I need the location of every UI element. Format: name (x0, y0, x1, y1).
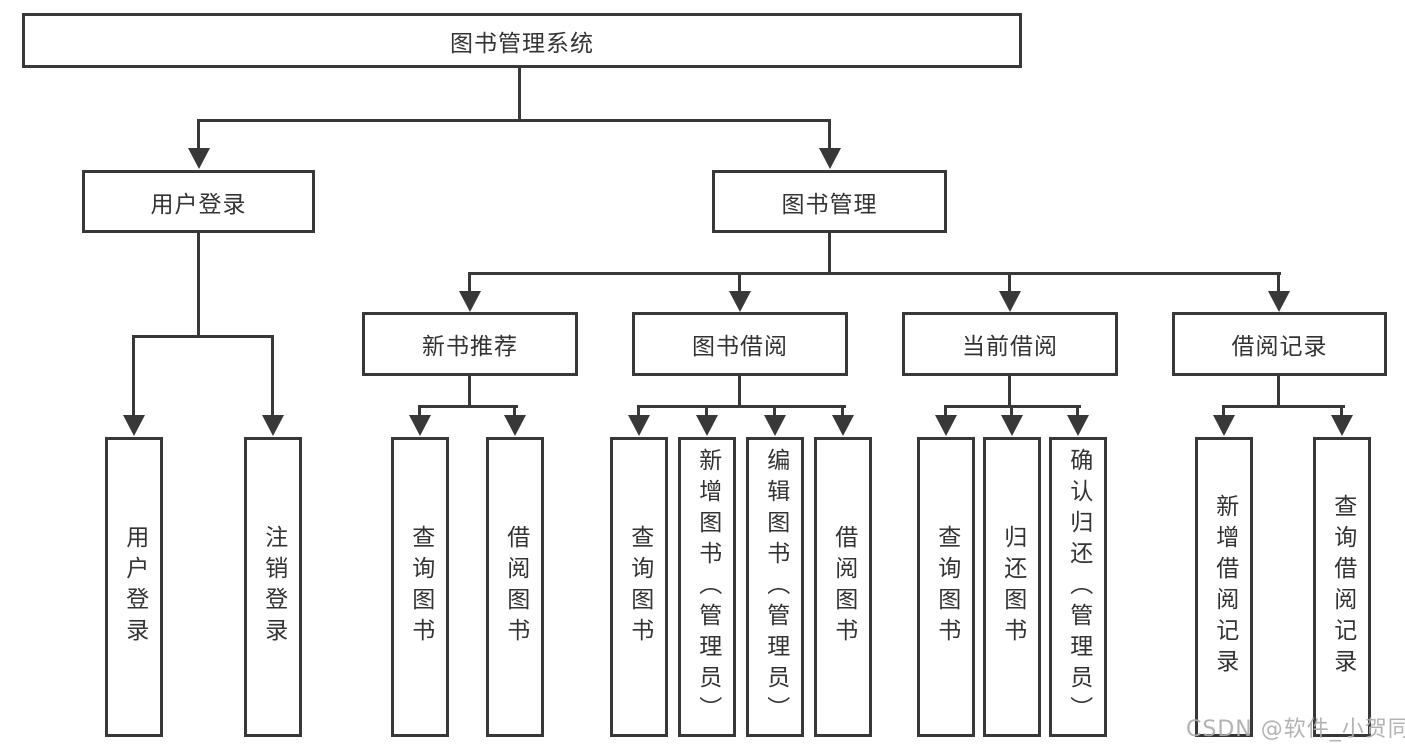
arrow-down-icon (1331, 415, 1353, 436)
leaf-label: 查询借阅记录 (1329, 494, 1356, 680)
connector-line (1277, 272, 1280, 294)
connector-line (197, 232, 200, 338)
node-label: 新书推荐 (422, 334, 518, 360)
node-label: 图书借阅 (692, 334, 788, 360)
connector-line (738, 272, 741, 294)
connector-line (828, 232, 831, 275)
arrow-down-icon (504, 415, 526, 436)
connector-line (418, 405, 421, 418)
arrow-down-icon (459, 291, 481, 312)
arrow-down-icon (262, 415, 284, 436)
leaf-confirm-return-admin: 确认归还（管理员） (1049, 437, 1107, 737)
leaf-query-books-2: 查询图书 (610, 437, 668, 737)
arrow-down-icon (409, 415, 431, 436)
connector-line (132, 335, 135, 417)
connector-line (705, 405, 708, 418)
arrow-down-icon (832, 415, 854, 436)
connector-line (197, 119, 831, 122)
connector-line (468, 272, 1281, 275)
connector-line (1010, 405, 1013, 418)
connector-line (944, 405, 947, 418)
connector-line (518, 68, 521, 122)
arrow-down-icon (123, 415, 145, 436)
connector-line (637, 405, 640, 418)
connector-line (418, 405, 518, 408)
arrow-down-icon (188, 148, 210, 169)
connector-line (513, 405, 516, 418)
leaf-label: 注销登录 (260, 525, 287, 649)
arrow-down-icon (819, 148, 841, 169)
connector-line (1076, 405, 1079, 418)
leaf-query-borrow-record: 查询借阅记录 (1313, 437, 1371, 737)
connector-line (1340, 405, 1343, 418)
leaf-label: 新增借阅记录 (1211, 494, 1238, 680)
arrow-down-icon (1213, 415, 1235, 436)
connector-line (1222, 405, 1225, 418)
arrow-down-icon (764, 415, 786, 436)
arrow-down-icon (696, 415, 718, 436)
leaf-add-book-admin: 新增图书（管理员） (678, 437, 736, 737)
leaf-label: 借阅图书 (830, 525, 857, 649)
node-label: 图书管理系统 (450, 30, 594, 57)
leaf-label: 查询图书 (407, 525, 434, 649)
leaf-edit-book-admin: 编辑图书（管理员） (746, 437, 804, 737)
node-label: 图书管理 (781, 191, 878, 218)
connector-line (1008, 375, 1011, 408)
leaf-add-borrow-record: 新增借阅记录 (1195, 437, 1253, 737)
node-book-borrowing: 图书借阅 (632, 312, 848, 376)
watermark: CSDN @软件_小贺同学 (1186, 717, 1405, 742)
arrow-down-icon (999, 291, 1021, 312)
leaf-label: 借阅图书 (502, 525, 529, 649)
leaf-query-books-1: 查询图书 (391, 437, 449, 737)
leaf-label: 查询图书 (933, 525, 960, 649)
leaf-user-login: 用户登录 (105, 437, 163, 737)
connector-line (132, 335, 274, 338)
node-label: 当前借阅 (962, 334, 1058, 360)
leaf-borrow-books-1: 借阅图书 (486, 437, 544, 737)
leaf-label: 用户登录 (121, 525, 148, 649)
node-new-book-recommend: 新书推荐 (362, 312, 578, 376)
connector-line (738, 375, 741, 408)
connector-line (773, 405, 776, 418)
node-user-login: 用户登录 (82, 170, 315, 233)
connector-line (468, 375, 471, 408)
connector-line (468, 272, 471, 294)
leaf-borrow-books-2: 借阅图书 (814, 437, 872, 737)
arrow-down-icon (935, 415, 957, 436)
node-borrowing-records: 借阅记录 (1172, 312, 1387, 376)
leaf-return-book: 归还图书 (983, 437, 1041, 737)
node-label: 借阅记录 (1231, 334, 1328, 360)
arrow-down-icon (628, 415, 650, 436)
connector-line (197, 119, 200, 151)
connector-line (637, 405, 846, 408)
arrow-down-icon (1268, 291, 1290, 312)
connector-line (1277, 375, 1280, 408)
leaf-label: 新增图书（管理员） (694, 447, 721, 727)
leaf-label: 归还图书 (999, 525, 1026, 649)
connector-line (841, 405, 844, 418)
connector-line (828, 119, 831, 151)
connector-line (1008, 272, 1011, 294)
arrow-down-icon (1067, 415, 1089, 436)
leaf-label: 查询图书 (626, 525, 653, 649)
node-library-management-system: 图书管理系统 (22, 13, 1022, 68)
connector-line (1222, 405, 1345, 408)
arrow-down-icon (729, 291, 751, 312)
leaf-label: 编辑图书（管理员） (762, 447, 789, 727)
node-label: 用户登录 (150, 191, 247, 218)
arrow-down-icon (1001, 415, 1023, 436)
leaf-query-books-3: 查询图书 (917, 437, 975, 737)
leaf-logout: 注销登录 (244, 437, 302, 737)
node-book-management: 图书管理 (712, 170, 947, 233)
node-current-borrowing: 当前借阅 (902, 312, 1118, 376)
leaf-label: 确认归还（管理员） (1065, 447, 1092, 727)
connector-line (271, 335, 274, 417)
